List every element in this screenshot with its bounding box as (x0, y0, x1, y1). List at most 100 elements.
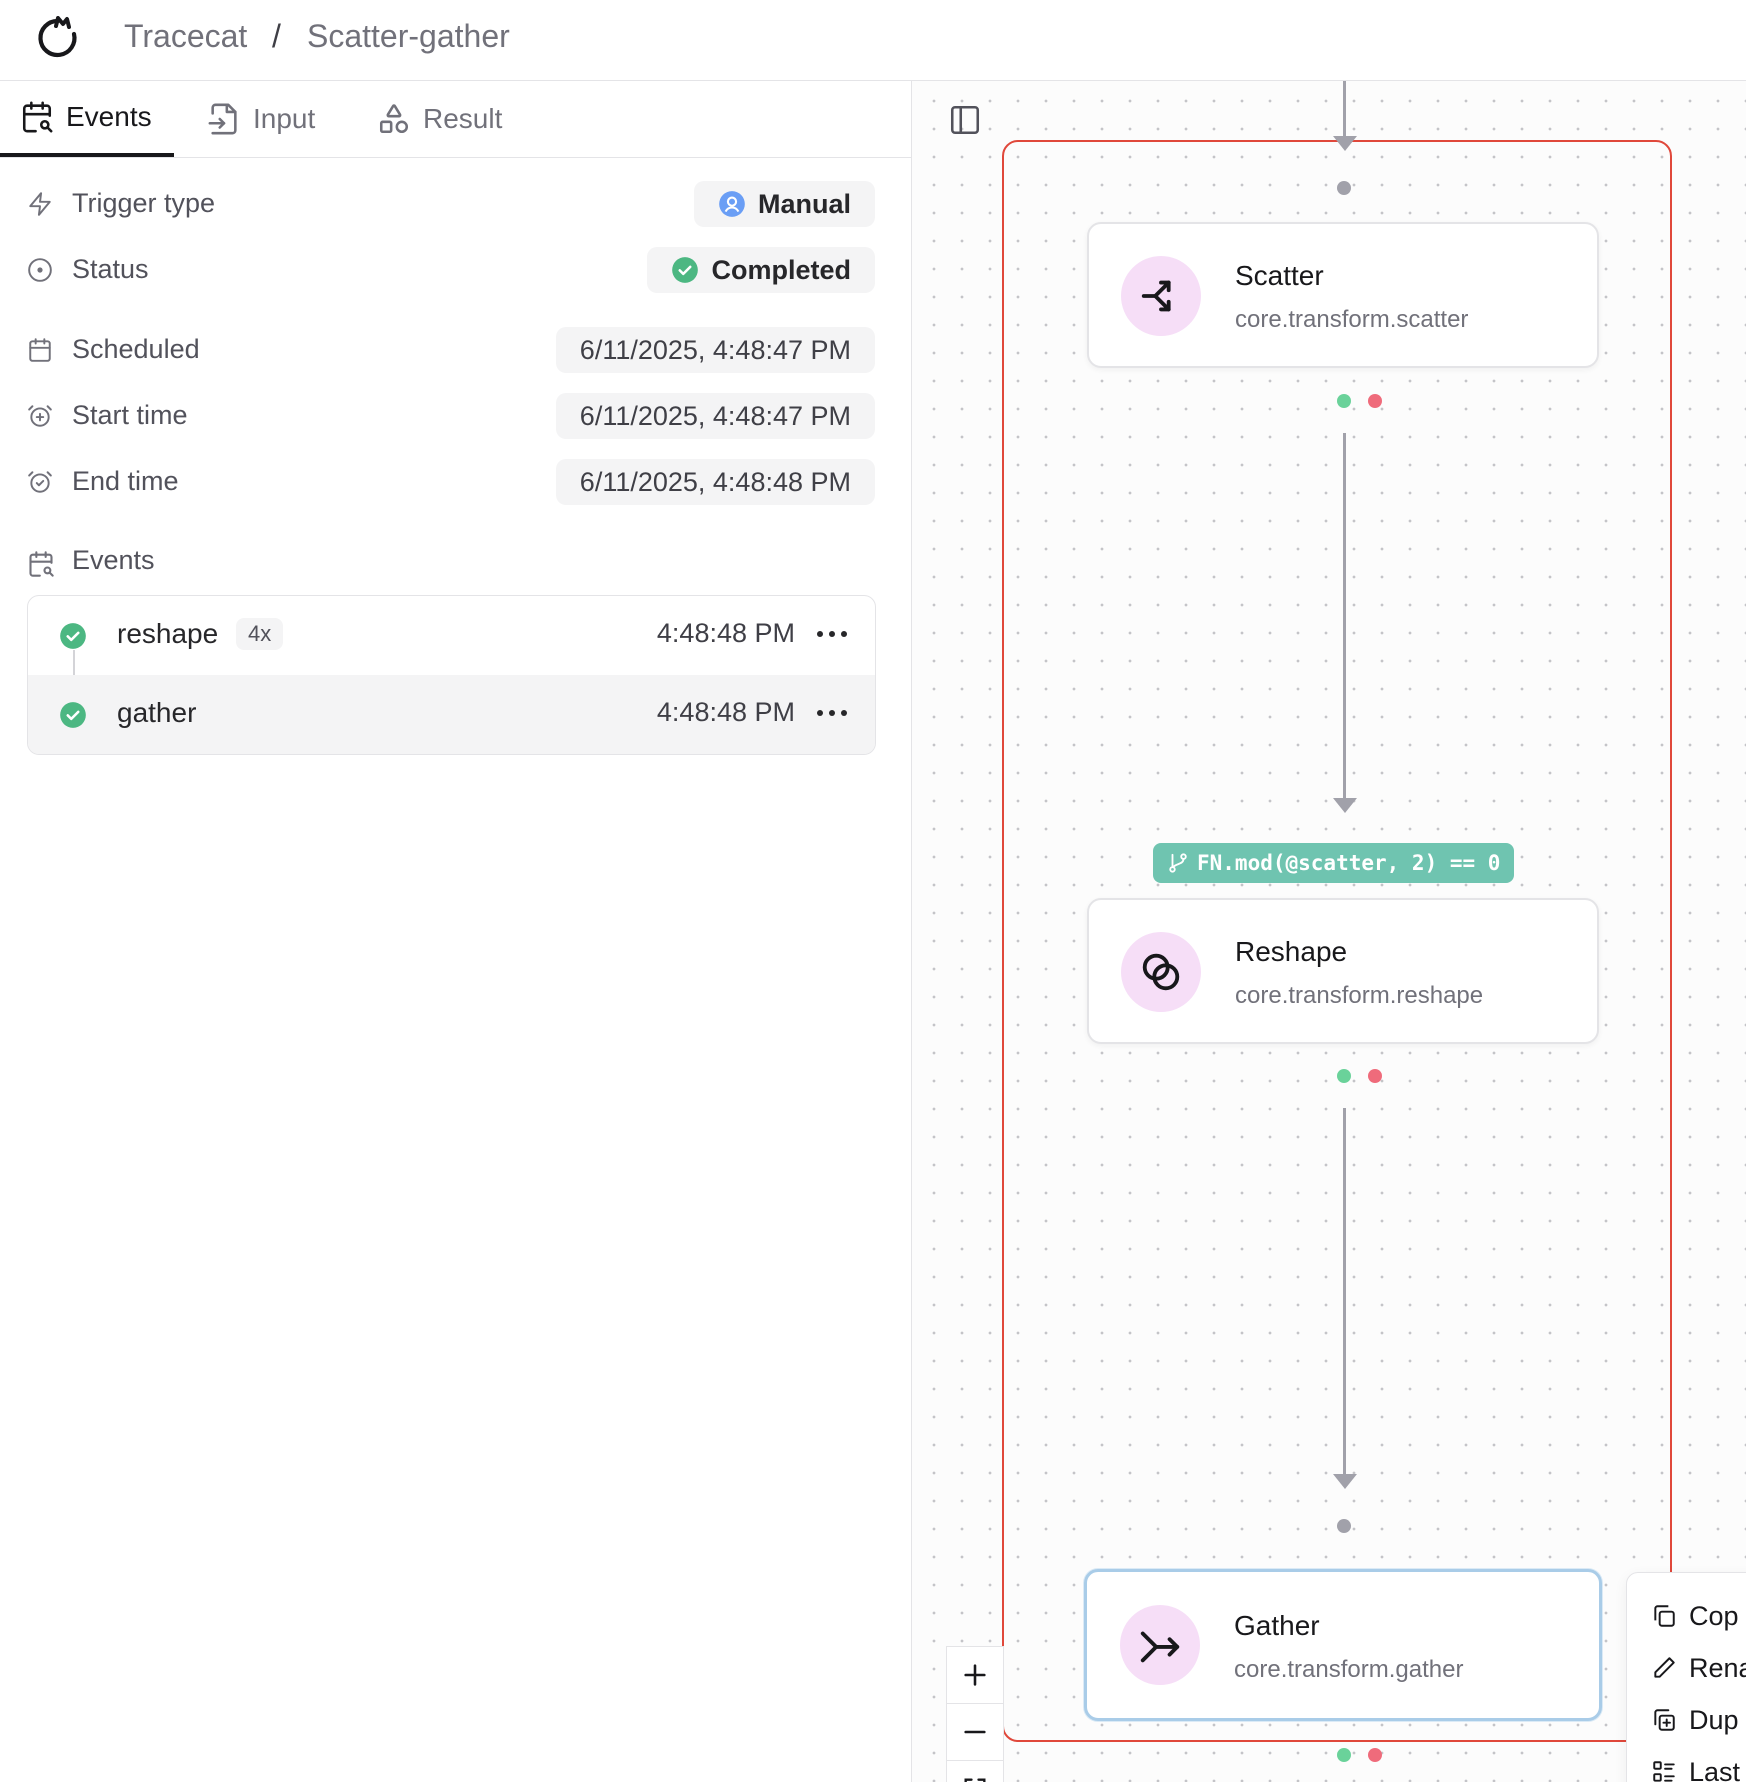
circle-dot-icon (28, 258, 52, 282)
plus-icon (964, 1664, 986, 1686)
events-section-title: Events (72, 545, 155, 575)
node-icon-bg (1120, 1605, 1200, 1685)
panel-left-icon[interactable] (948, 103, 982, 137)
end-time-value: 6/11/2025, 4:48:48 PM (555, 459, 875, 505)
tab-input[interactable]: Input (207, 81, 315, 157)
scheduled-value: 6/11/2025, 4:48:47 PM (555, 327, 875, 373)
status-value: Completed (711, 254, 851, 285)
edge-reshape-gather (1343, 1108, 1346, 1474)
event-time: 4:48:48 PM (656, 618, 795, 648)
end-time-label: End time (72, 466, 179, 496)
check-circle-icon (60, 623, 86, 649)
alarm-plus-icon (28, 405, 52, 427)
reshape-error-handle[interactable] (1368, 1069, 1382, 1083)
gather-error-handle[interactable] (1368, 1748, 1382, 1762)
edge-into-scatter (1343, 81, 1346, 136)
node-action: core.transform.reshape (1235, 982, 1484, 1009)
check-circle-icon (60, 702, 86, 728)
condition-expression: FN.mod(@scatter, 2) == 0 (1197, 851, 1501, 875)
breadcrumb-workspace[interactable]: Tracecat (124, 18, 248, 54)
events-section-header: Events (0, 543, 911, 583)
pencil-icon (1654, 1657, 1675, 1678)
scheduled-label: Scheduled (72, 334, 200, 364)
tab-result-label: Result (423, 103, 503, 134)
node-reshape[interactable]: Reshape core.transform.reshape (1087, 898, 1599, 1044)
zap-icon (29, 192, 51, 216)
start-time-value: 6/11/2025, 4:48:47 PM (555, 393, 875, 439)
status-row: Status Completed (0, 247, 911, 293)
reshape-icon (1142, 953, 1180, 991)
check-circle-icon (672, 257, 699, 283)
gather-target-handle[interactable] (1337, 1519, 1351, 1533)
tab-input-label: Input (253, 103, 316, 134)
start-time-row: Start time 6/11/2025, 4:48:47 PM (0, 393, 911, 439)
calendar-search-icon (29, 551, 54, 577)
menu-item-duplicate[interactable]: Dup (1627, 1697, 1746, 1741)
scheduled-row: Scheduled 6/11/2025, 4:48:47 PM (0, 327, 911, 373)
menu-item-last-result[interactable]: Last (1627, 1749, 1746, 1782)
node-title: Scatter (1235, 260, 1324, 291)
event-list: reshape 4x 4:48:48 PM gather 4:48:48 PM (27, 595, 876, 755)
user-circle-icon (719, 191, 745, 217)
edge-arrow (1333, 798, 1357, 813)
menu-item-label: Cop (1689, 1601, 1739, 1631)
trigger-type-value: Manual (757, 188, 851, 219)
node-title: Reshape (1235, 936, 1348, 967)
tab-events[interactable]: Events (0, 81, 174, 157)
breadcrumb-separator: / (272, 18, 281, 54)
minus-icon (964, 1730, 986, 1734)
reshape-success-handle[interactable] (1337, 1069, 1351, 1083)
tracecat-logo-icon[interactable] (34, 14, 82, 62)
maximize-icon (964, 1778, 986, 1782)
tab-result[interactable]: Result (377, 81, 502, 157)
menu-item-label: Rena (1689, 1653, 1746, 1683)
calendar-search-icon (22, 101, 53, 133)
scatter-success-handle[interactable] (1337, 394, 1351, 408)
git-branch-icon (1169, 853, 1187, 873)
node-scatter[interactable]: Scatter core.transform.scatter (1087, 222, 1599, 368)
menu-item-copy[interactable]: Cop (1627, 1593, 1746, 1637)
node-action: core.transform.scatter (1235, 306, 1469, 333)
copy-icon (1654, 1605, 1675, 1627)
event-name: reshape (117, 618, 219, 649)
event-row-gather[interactable]: gather 4:48:48 PM (28, 675, 875, 754)
node-action: core.transform.gather (1234, 1656, 1464, 1683)
gather-success-handle[interactable] (1337, 1748, 1351, 1762)
alarm-check-icon (28, 471, 52, 493)
breadcrumb-workflow[interactable]: Scatter-gather (307, 18, 510, 54)
end-time-row: End time 6/11/2025, 4:48:48 PM (0, 459, 911, 505)
zoom-controls (946, 1646, 1004, 1782)
scatter-target-handle[interactable] (1337, 181, 1351, 195)
scatter-error-handle[interactable] (1368, 394, 1382, 408)
menu-item-label: Last (1689, 1757, 1741, 1782)
gather-icon (1140, 1631, 1180, 1663)
edge-scatter-reshape (1343, 433, 1346, 798)
fit-view-button[interactable] (947, 1761, 1003, 1782)
node-context-menu: Cop Rena Dup Last (1626, 1572, 1746, 1782)
menu-item-rename[interactable]: Rena (1627, 1645, 1746, 1689)
event-row-reshape[interactable]: reshape 4x 4:48:48 PM (28, 596, 875, 675)
status-label: Status (72, 254, 149, 284)
more-horizontal-icon[interactable] (815, 703, 849, 723)
zoom-in-button[interactable] (947, 1647, 1003, 1704)
run-details-panel: Events Input Result Trigger type Manual … (0, 81, 912, 1782)
calendar-icon (29, 338, 51, 362)
list-tree-icon (1653, 1761, 1675, 1782)
event-time: 4:48:48 PM (656, 697, 795, 727)
trigger-type-row: Trigger type Manual (0, 181, 911, 227)
zoom-out-button[interactable] (947, 1704, 1003, 1761)
run-if-condition-badge[interactable]: FN.mod(@scatter, 2) == 0 (1153, 843, 1515, 883)
node-title: Gather (1234, 1610, 1320, 1641)
node-gather[interactable]: Gather core.transform.gather (1084, 1569, 1602, 1721)
duplicate-icon (1654, 1709, 1675, 1731)
panel-tabs: Events Input Result (0, 81, 911, 158)
shapes-icon (379, 104, 409, 134)
tab-events-label: Events (66, 101, 152, 132)
node-icon-bg (1121, 256, 1201, 336)
status-badge: Completed (647, 247, 875, 293)
node-icon-bg (1121, 932, 1201, 1012)
more-horizontal-icon[interactable] (815, 624, 849, 644)
workflow-canvas[interactable]: Scatter core.transform.scatter FN.mod(@s… (912, 81, 1746, 1782)
edge-arrow (1333, 136, 1357, 151)
scatter-icon (1141, 280, 1171, 312)
